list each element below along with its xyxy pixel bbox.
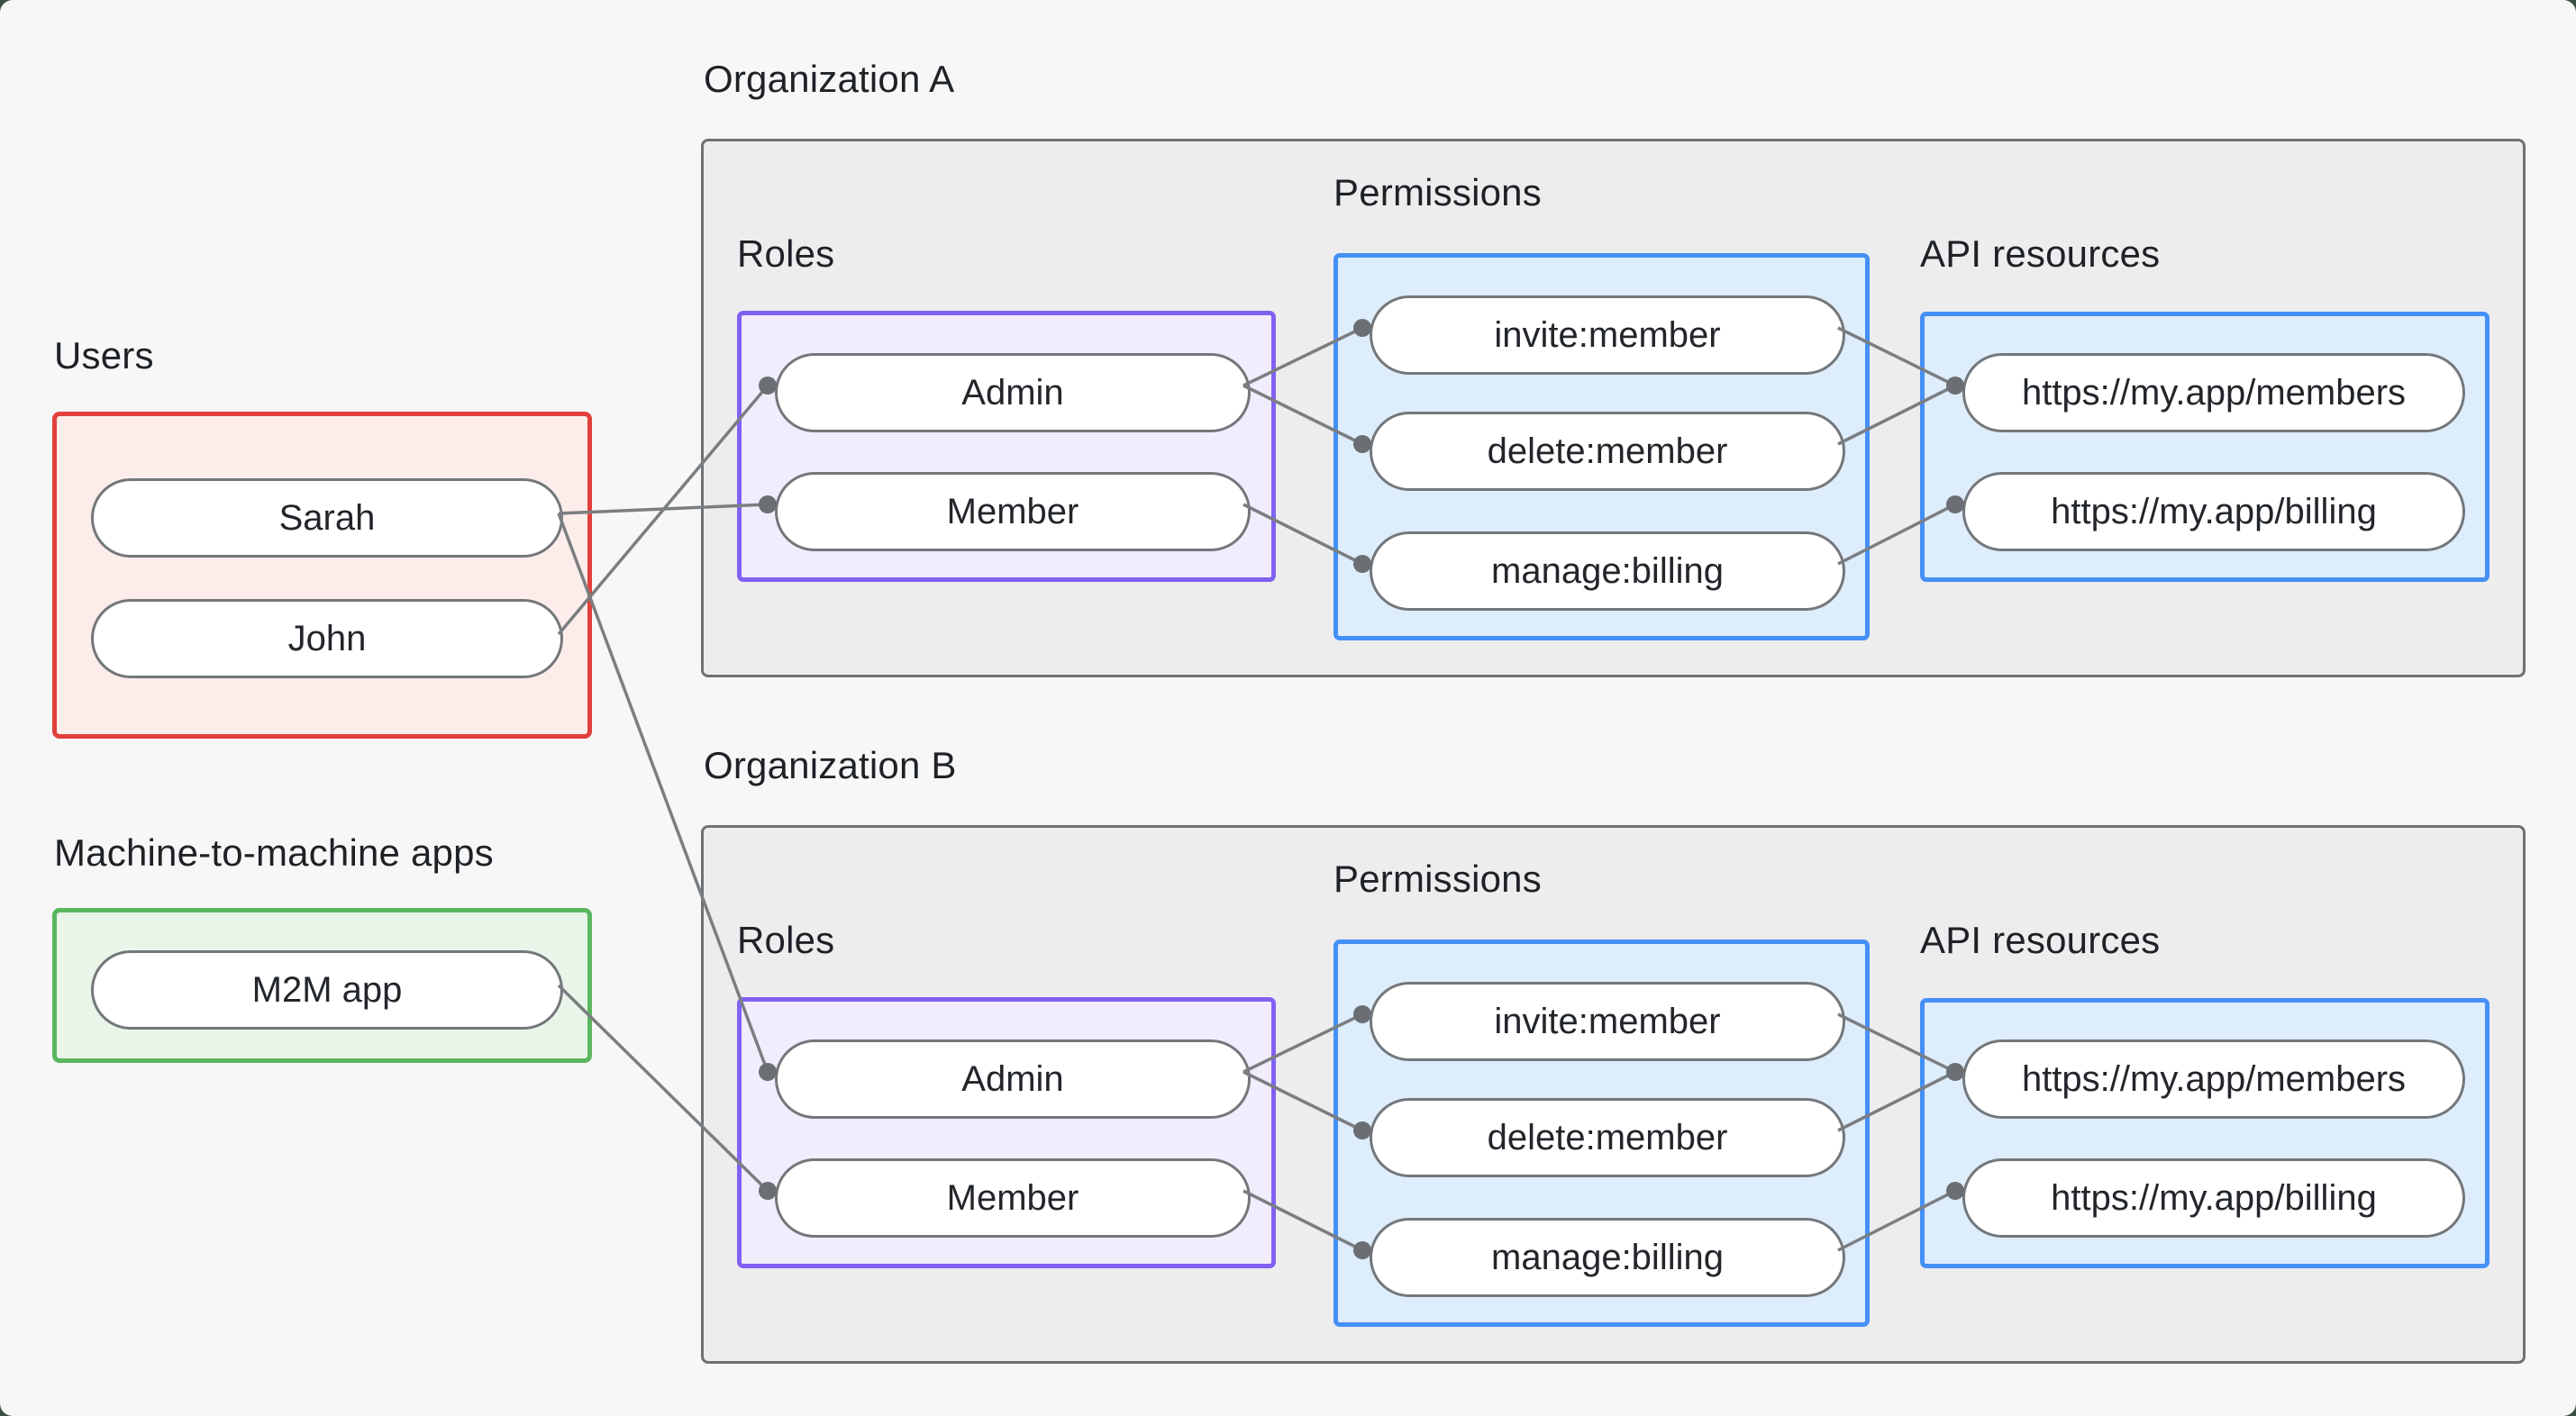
node-org-b-api-billing: https://my.app/billing	[1962, 1158, 2465, 1238]
m2m-section-label: Machine-to-machine apps	[54, 831, 494, 874]
org-a-box: Organization A Roles Admin Member Permis…	[701, 60, 2526, 677]
org-a-title: Organization A	[704, 58, 955, 100]
node-org-a-api-billing: https://my.app/billing	[1962, 472, 2465, 551]
node-org-b-perm-billing: manage:billing	[1370, 1218, 1845, 1297]
node-org-a-perm-invite: invite:member	[1370, 295, 1845, 375]
org-b-title: Organization B	[704, 744, 957, 786]
org-b-permissions-label: Permissions	[1334, 858, 1542, 900]
node-org-b-perm-delete: delete:member	[1370, 1098, 1845, 1177]
org-a-permissions-label: Permissions	[1334, 171, 1542, 213]
node-org-a-api-members: https://my.app/members	[1962, 353, 2465, 432]
node-org-b-api-members: https://my.app/members	[1962, 1039, 2465, 1119]
node-org-a-perm-billing: manage:billing	[1370, 531, 1845, 611]
org-b-api-box: https://my.app/members https://my.app/bi…	[1920, 998, 2490, 1268]
org-a-api-box: https://my.app/members https://my.app/bi…	[1920, 312, 2490, 582]
org-b-permissions-box: invite:member delete:member manage:billi…	[1334, 939, 1870, 1327]
node-user-sarah: Sarah	[91, 478, 563, 558]
org-b-roles-box: Admin Member	[737, 997, 1276, 1268]
org-a-api-label: API resources	[1920, 232, 2161, 275]
m2m-box: M2M app	[52, 908, 592, 1063]
org-b-roles-label: Roles	[737, 919, 835, 961]
node-org-b-role-admin: Admin	[775, 1039, 1251, 1119]
org-a-roles-label: Roles	[737, 232, 835, 275]
org-a-permissions-box: invite:member delete:member manage:billi…	[1334, 253, 1870, 640]
org-b-box: Organization B Roles Admin Member Permis…	[701, 747, 2526, 1364]
node-org-a-perm-delete: delete:member	[1370, 412, 1845, 491]
node-org-a-role-member: Member	[775, 472, 1251, 551]
users-box: Sarah John	[52, 412, 592, 739]
node-org-b-perm-invite: invite:member	[1370, 982, 1845, 1061]
org-a-roles-box: Admin Member	[737, 311, 1276, 582]
org-b-api-label: API resources	[1920, 919, 2161, 961]
node-org-a-role-admin: Admin	[775, 353, 1251, 432]
users-section-label: Users	[54, 334, 154, 377]
node-org-b-role-member: Member	[775, 1158, 1251, 1238]
node-m2m-app: M2M app	[91, 950, 563, 1030]
node-user-john: John	[91, 599, 563, 678]
